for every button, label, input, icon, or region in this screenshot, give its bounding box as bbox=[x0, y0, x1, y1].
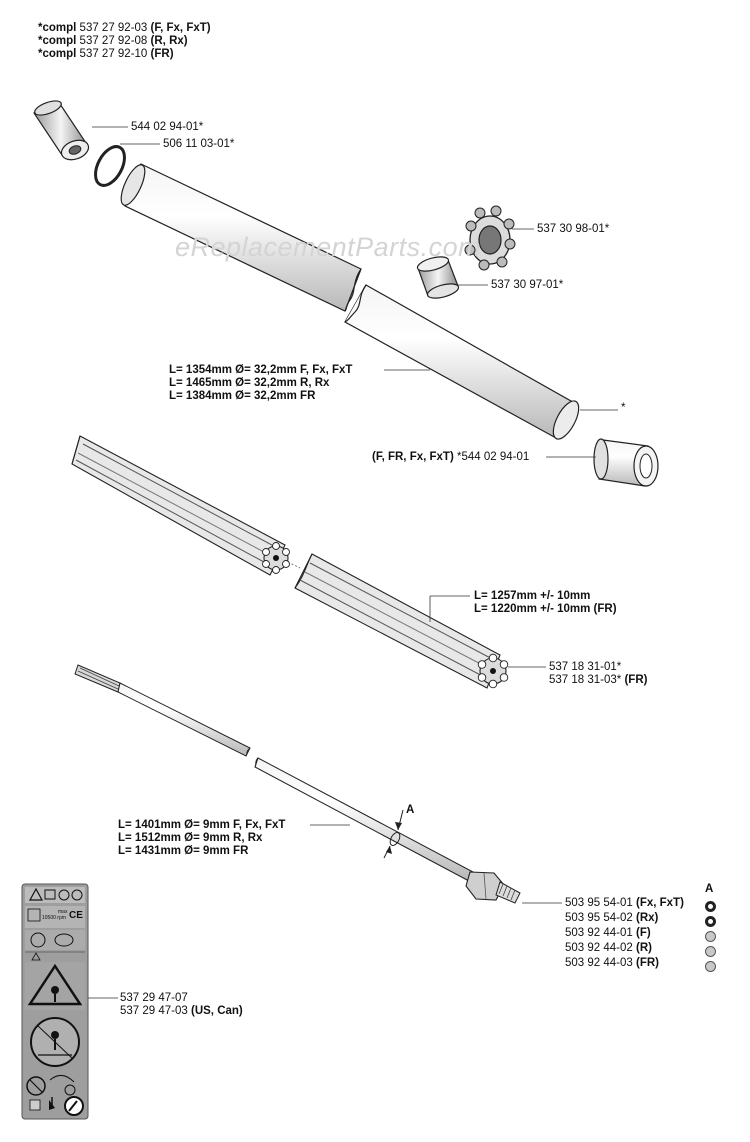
part-label-shaft: 503 92 44-02 (R) bbox=[565, 942, 652, 954]
o-ring bbox=[94, 145, 126, 187]
approval-mark-icon bbox=[54, 933, 74, 947]
sleeve bbox=[416, 256, 460, 299]
shaft-marker-a: A bbox=[406, 804, 415, 816]
part-label-oring: 506 11 03-01* bbox=[163, 138, 235, 150]
part-label-liner: 537 18 31-03* (FR) bbox=[549, 674, 648, 686]
liner-lower bbox=[294, 553, 509, 689]
marker-a-arrow-bottom bbox=[386, 846, 392, 854]
danger-zone-triangle-icon bbox=[27, 963, 83, 1006]
part-label-liner: 537 18 31-01* bbox=[549, 661, 622, 673]
tube-length-label: L= 1384mm Ø= 32,2mm FR bbox=[169, 390, 316, 402]
header-compl-line: *compl 537 27 92-10 (FR) bbox=[38, 48, 174, 60]
shaft-length-label: L= 1401mm Ø= 9mm F, Fx, FxT bbox=[118, 819, 286, 831]
header-compl-line: *compl 537 27 92-08 (R, Rx) bbox=[38, 35, 188, 47]
part-label-shaft: 503 92 44-03 (FR) bbox=[565, 957, 659, 969]
lock-nut bbox=[464, 205, 516, 271]
shaft-length-label: L= 1512mm Ø= 9mm R, Rx bbox=[118, 832, 263, 844]
part-label-decal: 537 29 47-07 bbox=[120, 992, 188, 1004]
liner-upper bbox=[71, 435, 290, 576]
warning-triangle-icon bbox=[28, 887, 44, 901]
ring-filled-icon bbox=[705, 942, 716, 960]
part-label-decal: 537 29 47-03 (US, Can) bbox=[120, 1005, 243, 1017]
shaft-column-header-a: A bbox=[705, 883, 714, 895]
part-label-lock-nut: 537 30 98-01* bbox=[537, 223, 610, 235]
hand-icon bbox=[27, 908, 41, 922]
liner-length-label: L= 1257mm +/- 10mm bbox=[474, 590, 591, 602]
part-label-shaft: 503 92 44-01 (F) bbox=[565, 927, 651, 939]
fuel-can-icon bbox=[29, 1099, 41, 1111]
part-label-shaft: 503 95 54-02 (Rx) bbox=[565, 912, 659, 924]
part-label-tube-star: * bbox=[621, 402, 626, 414]
liner-length-label: L= 1220mm +/- 10mm (FR) bbox=[474, 603, 617, 615]
tube-length-label: L= 1465mm Ø= 32,2mm R, Rx bbox=[169, 377, 330, 389]
no-children-icon bbox=[26, 1076, 46, 1096]
manual-book-icon bbox=[44, 889, 56, 900]
header-compl-line: *compl 537 27 92-03 (F, Fx, FxT) bbox=[38, 22, 211, 34]
decal-ce-mark: CE bbox=[69, 910, 83, 921]
drive-shaft-upper bbox=[74, 664, 251, 757]
ring-open-icon bbox=[705, 897, 716, 915]
ring-open-icon bbox=[705, 912, 716, 930]
ring-filled-icon bbox=[705, 957, 716, 975]
ring-filled-icon bbox=[705, 927, 716, 945]
part-label-bushing-bottom: (F, FR, Fx, FxT) *544 02 94-01 bbox=[372, 451, 530, 463]
part-label-sleeve: 537 30 97-01* bbox=[491, 279, 564, 291]
shaft-tube-lower bbox=[344, 284, 580, 440]
decal-rpm-prefix: max bbox=[58, 909, 68, 915]
gloves-icon bbox=[30, 932, 46, 948]
shaft-tube-upper bbox=[120, 163, 362, 312]
bushing-top bbox=[33, 100, 90, 161]
tube-length-label: L= 1354mm Ø= 32,2mm F, Fx, FxT bbox=[169, 364, 353, 376]
bushing-bottom bbox=[593, 438, 659, 487]
watermark: eReplacementParts.com bbox=[175, 232, 482, 262]
eye-protection-icon bbox=[71, 889, 83, 901]
part-label-bushing-top: 544 02 94-01* bbox=[131, 121, 204, 133]
shaft-length-label: L= 1431mm Ø= 9mm FR bbox=[118, 845, 249, 857]
marker-a-arrow-top bbox=[395, 822, 402, 830]
ear-protection-icon bbox=[58, 889, 70, 901]
drive-shaft-lower bbox=[254, 757, 521, 904]
warning-decal bbox=[21, 883, 89, 1120]
decal-rpm: 10500 rpm bbox=[42, 915, 66, 921]
part-label-shaft: 503 95 54-01 (Fx, FxT) bbox=[565, 897, 684, 909]
